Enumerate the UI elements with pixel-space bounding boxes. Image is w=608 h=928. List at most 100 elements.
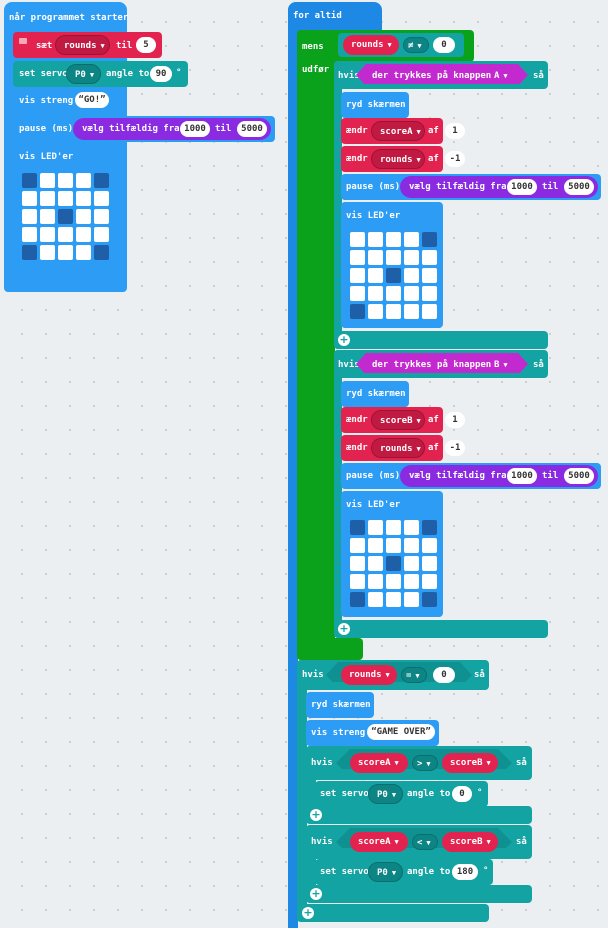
button-a-dropdown[interactable]: A▼ [494,71,508,81]
while-value-input[interactable]: 0 [433,37,455,53]
random-to-input[interactable]: 5000 [564,468,594,484]
led-off[interactable] [422,592,437,607]
random-to-input[interactable]: 5000 [237,121,267,137]
led-on[interactable] [22,227,37,242]
led-on[interactable] [404,520,419,535]
led-on[interactable] [404,592,419,607]
add-else-button[interactable]: + [338,622,350,635]
servo-angle-input[interactable]: 0 [452,786,472,802]
led-on[interactable] [368,286,383,301]
servo-angle-input[interactable]: 180 [452,864,478,880]
led-grid[interactable] [350,520,437,607]
led-on[interactable] [386,574,401,589]
change-rounds-dropdown[interactable]: rounds▼ [371,149,425,169]
while-variable-pill[interactable]: rounds▼ [343,35,399,55]
servo-angle-input[interactable]: 90 [150,66,172,82]
led-off[interactable] [58,209,73,224]
clear-screen-block[interactable] [341,92,409,118]
button-event-hexagon[interactable] [356,353,528,373]
cmp2-operator-dropdown[interactable]: <▼ [412,834,438,850]
led-grid[interactable] [22,173,109,260]
change-scoreb-dropdown[interactable]: scoreB▼ [371,410,425,430]
led-off[interactable] [22,245,37,260]
led-off[interactable] [422,520,437,535]
add-else-button[interactable]: + [338,333,350,346]
cmp2-left-pill[interactable]: scoreA▼ [350,832,408,852]
while-operator-dropdown[interactable]: ≠▼ [403,37,429,53]
led-on[interactable] [368,520,383,535]
led-off[interactable] [350,304,365,319]
led-on[interactable] [76,245,91,260]
led-on[interactable] [76,191,91,206]
clear-screen-block[interactable] [306,692,374,718]
led-on[interactable] [40,191,55,206]
change-scorea-dropdown[interactable]: scoreA▼ [371,121,425,141]
led-on[interactable] [404,232,419,247]
led-on[interactable] [404,304,419,319]
button-event-hexagon[interactable] [356,64,528,84]
forever-block[interactable] [288,2,382,32]
led-off[interactable] [350,592,365,607]
led-on[interactable] [404,250,419,265]
led-on[interactable] [40,245,55,260]
led-on[interactable] [350,286,365,301]
random-from-input[interactable]: 1000 [507,468,537,484]
led-on[interactable] [404,268,419,283]
led-off[interactable] [350,520,365,535]
led-on[interactable] [368,592,383,607]
led-on[interactable] [386,286,401,301]
final-if-operator-dropdown[interactable]: =▼ [401,667,427,683]
random-from-input[interactable]: 1000 [507,179,537,195]
led-on[interactable] [58,227,73,242]
random-to-input[interactable]: 5000 [564,179,594,195]
led-on[interactable] [368,304,383,319]
random-block[interactable] [400,465,598,487]
led-on[interactable] [386,304,401,319]
led-on[interactable] [422,268,437,283]
servo-pin-dropdown[interactable]: P0▼ [66,64,101,84]
led-on[interactable] [386,232,401,247]
led-on[interactable] [368,232,383,247]
led-on[interactable] [94,191,109,206]
led-on[interactable] [386,538,401,553]
led-on[interactable] [76,227,91,242]
change-scoreb-value[interactable]: 1 [445,412,465,428]
servo-pin-dropdown[interactable]: P0▼ [368,862,403,882]
add-else-button[interactable]: + [310,808,322,821]
show-string-input[interactable]: “GO!” [75,92,109,108]
led-on[interactable] [422,556,437,571]
led-on[interactable] [368,538,383,553]
led-on[interactable] [404,556,419,571]
led-off[interactable] [94,173,109,188]
servo-pin-dropdown[interactable]: P0▼ [368,784,403,804]
led-on[interactable] [76,173,91,188]
led-on[interactable] [404,286,419,301]
led-on[interactable] [422,304,437,319]
led-off[interactable] [422,232,437,247]
led-on[interactable] [94,227,109,242]
change-rounds-value[interactable]: -1 [445,151,465,167]
change-scorea-value[interactable]: 1 [445,123,465,139]
cmp1-right-pill[interactable]: scoreB▼ [442,753,498,773]
cmp1-operator-dropdown[interactable]: >▼ [412,755,438,771]
cmp2-right-pill[interactable]: scoreB▼ [442,832,498,852]
change-rounds-dropdown[interactable]: rounds▼ [371,438,425,458]
add-else-button[interactable]: + [310,887,322,900]
led-grid[interactable] [350,232,437,319]
led-on[interactable] [22,209,37,224]
random-block[interactable] [400,176,598,198]
led-on[interactable] [350,232,365,247]
led-on[interactable] [368,268,383,283]
final-if-variable-pill[interactable]: rounds▼ [341,665,397,685]
led-on[interactable] [58,191,73,206]
led-on[interactable] [368,556,383,571]
clear-screen-block[interactable] [341,381,409,407]
led-on[interactable] [368,250,383,265]
led-on[interactable] [40,227,55,242]
led-off[interactable] [386,556,401,571]
led-on[interactable] [404,538,419,553]
random-from-input[interactable]: 1000 [180,121,210,137]
add-else-button[interactable]: + [302,906,314,919]
led-on[interactable] [386,250,401,265]
led-on[interactable] [386,520,401,535]
